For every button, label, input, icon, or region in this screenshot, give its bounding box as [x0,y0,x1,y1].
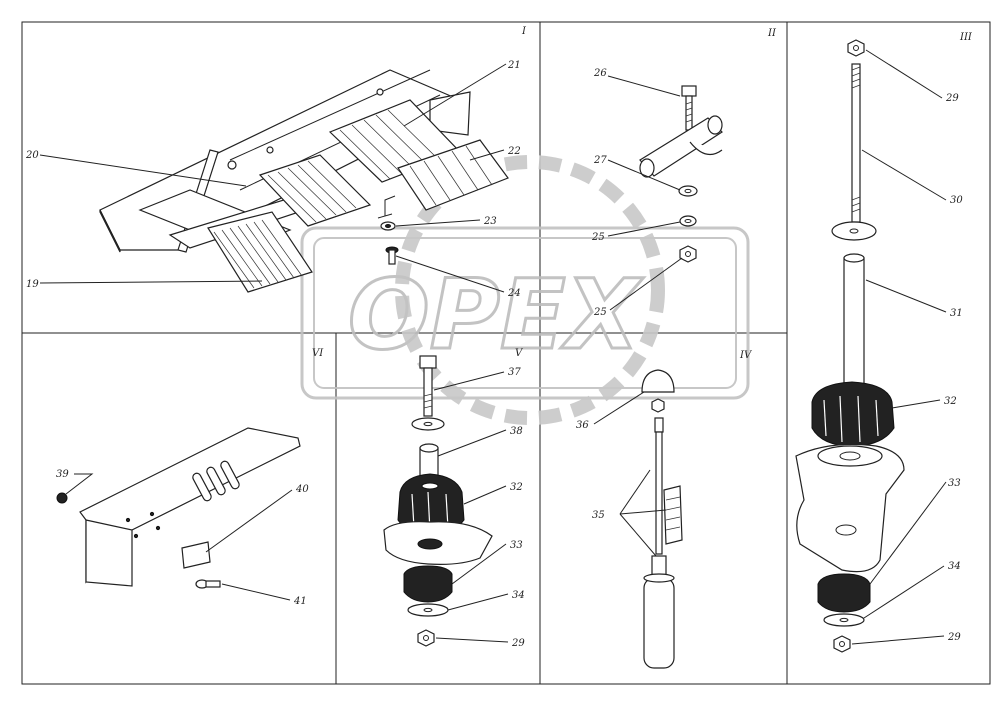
mat-clip [377,195,396,219]
callout-31: 31 [950,308,963,319]
panel-numeral-vi: VI [312,348,324,359]
washer-v-top [411,417,445,431]
callout-22: 22 [507,146,521,157]
bolt-26 [681,85,697,131]
floor-mat-rear [207,211,313,293]
panel-numeral-iv: IV [739,350,753,361]
floor-mat-middle [258,154,372,227]
washer-23 [380,221,396,231]
callout-25-upper: 25 [591,232,605,243]
spring-washer-25 [679,215,697,227]
nut-29-bottom-iii [833,635,851,653]
clip-plate [181,541,211,569]
callout-20: 20 [25,150,39,161]
panel-numeral-iii: III [959,32,973,43]
rubber-cushion-33-v [403,565,453,603]
mount-bracket-v [383,521,493,565]
callout-40: 40 [295,484,309,495]
panel-numeral-ii: II [767,28,777,39]
callout-30: 30 [950,195,963,206]
rubber-cushion-32-iii [811,381,895,447]
callout-19: 19 [26,279,39,290]
panel-numeral-i: I [521,26,527,37]
callout-26: 26 [593,68,607,79]
sleeve-31 [843,253,865,387]
callout-34-v: 34 [512,590,525,601]
leader-lines [39,49,947,645]
callout-labels: 20 19 21 22 23 24 26 27 25 25 29 30 31 3… [25,60,963,649]
callout-38: 38 [510,426,523,437]
stud-30 [851,63,861,223]
panel-numerals: I II III IV V VI [312,26,973,361]
washer-34-v [407,603,449,617]
callout-29-iii-bottom: 29 [947,632,961,643]
watermark-text: OPEX [348,259,644,371]
callout-29-iii-top: 29 [945,93,959,104]
rod-35 [654,417,664,555]
screw-41 [195,579,221,589]
bolt-37 [419,355,437,417]
callout-25-lower: 25 [593,307,607,318]
callout-36: 36 [576,420,589,431]
callout-34-iii: 34 [948,561,961,572]
callout-39: 39 [56,469,69,480]
callout-41: 41 [293,596,307,607]
nut-29-top [847,39,865,57]
callout-32-iii: 32 [944,396,957,407]
callout-33-iii: 33 [948,478,961,489]
washer-27 [678,185,698,197]
guide-35 [663,485,683,545]
callout-33-v: 33 [510,540,523,551]
side-panel-40 [79,427,301,587]
callout-32-v: 32 [510,482,523,493]
callout-37: 37 [508,367,521,378]
nut-39 [56,492,68,504]
cylinder-35 [643,555,675,669]
nut-29-v [417,629,435,647]
tube-bracket [639,115,723,178]
nut-25 [679,245,697,263]
callout-24: 24 [507,288,521,299]
nut-iv [651,398,665,413]
washer-34-iii [823,613,865,627]
rubber-cushion-33-iii [817,573,871,613]
callout-27: 27 [593,155,607,166]
callout-35: 35 [592,510,605,521]
cap-36 [641,369,675,393]
panel-frame [21,21,991,685]
callout-29-v: 29 [511,638,525,649]
plate-washer-iii [831,221,877,241]
screw-24 [385,246,399,265]
callout-23: 23 [483,216,497,227]
callout-21: 21 [507,60,521,71]
mount-bracket-iii [795,443,905,573]
floor-mat-side [397,139,509,211]
panel-numeral-v: V [515,348,524,359]
opex-watermark: OPEX [300,155,750,425]
